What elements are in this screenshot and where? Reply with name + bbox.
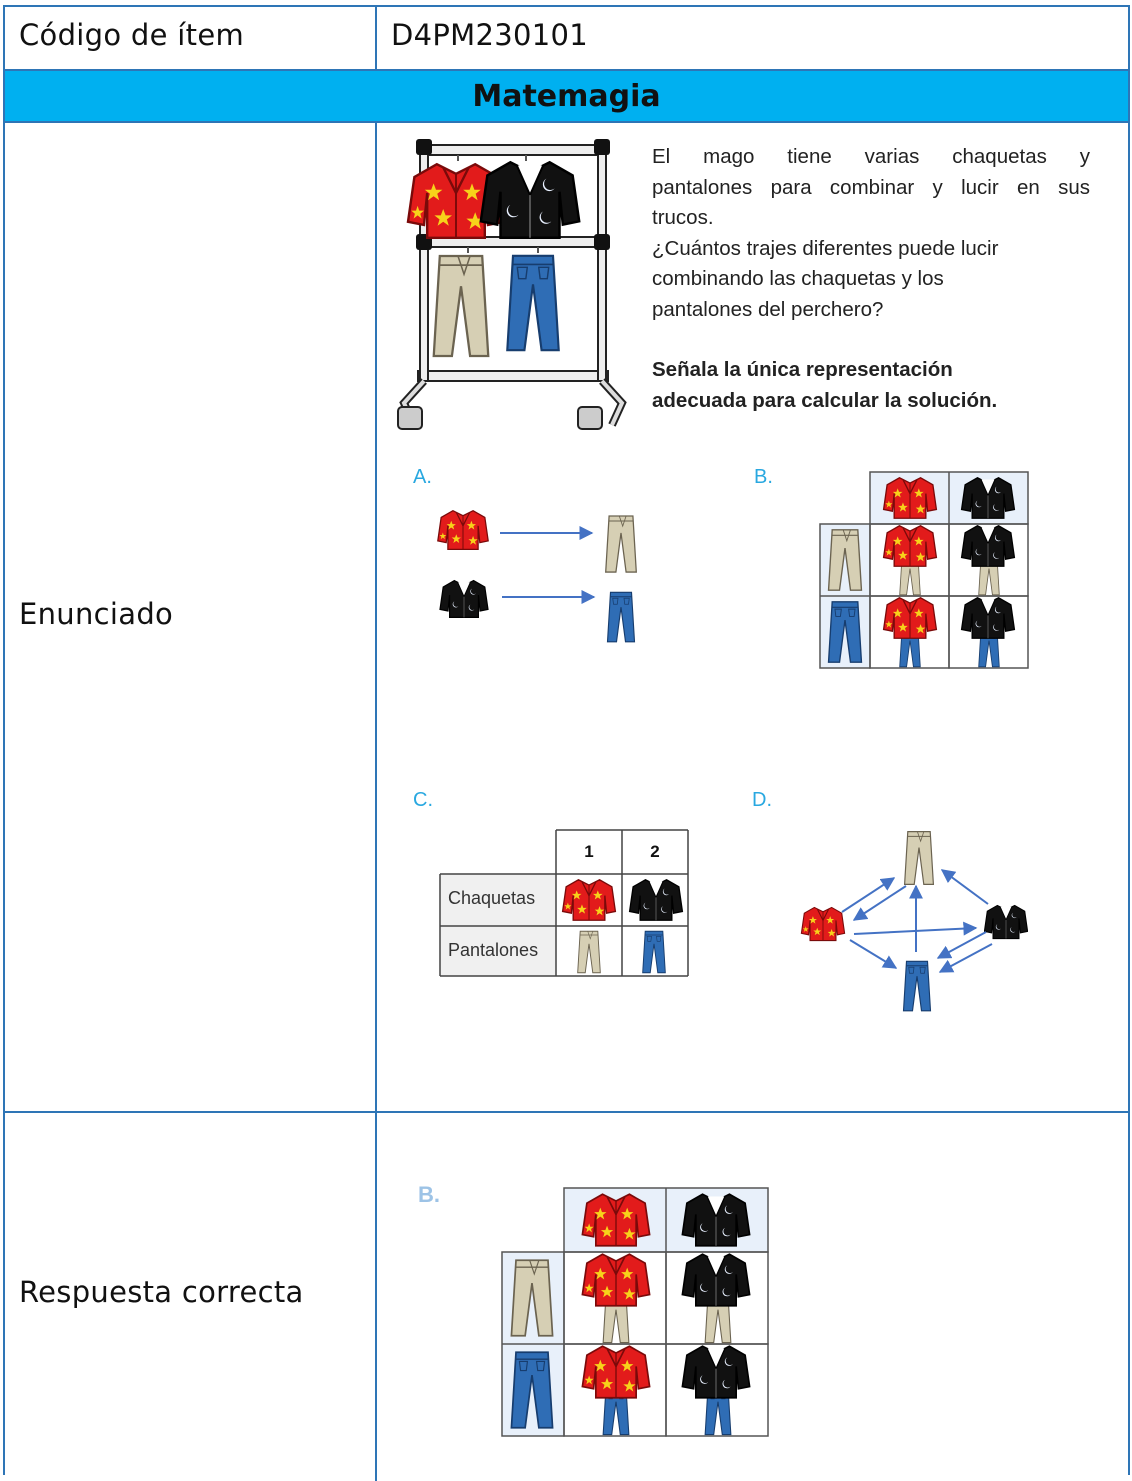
question-line: pantalones del perchero?	[652, 297, 884, 321]
row-divider	[5, 1111, 1128, 1113]
item-code-value: D4PM230101	[391, 18, 588, 52]
option-c-letter[interactable]: C.	[413, 789, 433, 811]
instruction-line: adecuada para calcular la solución.	[652, 388, 998, 412]
instruction-line: Señala la única representación	[652, 358, 953, 381]
option-a-diagram[interactable]	[430, 505, 670, 655]
question-line: ¿Cuántos trajes diferentes puede lucir	[652, 236, 999, 260]
c-row-pants: Pantalones	[448, 940, 539, 960]
black-moon-jacket-icon	[439, 579, 489, 619]
blue-jeans-icon	[606, 591, 636, 643]
c-col-1: 1	[584, 842, 594, 861]
statement-label: Enunciado	[19, 597, 174, 631]
red-star-jacket-icon	[437, 509, 489, 551]
item-table: Matemagia	[3, 5, 1130, 1481]
statement-line: pantalones para combinar y lucir en sus	[652, 175, 1090, 199]
option-c-table[interactable]: 1 2 Chaquetas Pantalones	[438, 828, 690, 978]
column-divider	[375, 7, 377, 69]
answer-option-letter: B.	[418, 1182, 440, 1207]
row-divider	[5, 69, 1128, 71]
option-a-letter[interactable]: A.	[413, 466, 432, 488]
c-col-2: 2	[650, 842, 660, 861]
answer-table	[501, 1187, 769, 1437]
option-d-diagram[interactable]	[798, 828, 1030, 1018]
clothes-rack-icon	[397, 139, 627, 430]
answer-label: Respuesta correcta	[19, 1275, 304, 1309]
row-divider	[5, 121, 1128, 123]
option-b-table[interactable]	[818, 470, 1030, 670]
column-divider	[375, 121, 377, 1481]
statement-line: El mago tiene varias chaquetas y	[652, 145, 1090, 168]
c-row-jackets: Chaquetas	[448, 888, 536, 908]
beige-pants-icon	[605, 515, 637, 573]
item-code-label: Código de ítem	[19, 18, 245, 52]
statement-line: trucos.	[652, 206, 714, 229]
option-b-letter[interactable]: B.	[754, 466, 773, 488]
option-d-letter[interactable]: D.	[752, 789, 772, 811]
title-band	[5, 71, 1128, 123]
item-title: Matemagia	[472, 79, 661, 114]
question-line: combinando las chaquetas y los	[652, 267, 944, 290]
statement-text: El mago tiene varias chaquetas y pantalo…	[652, 142, 1090, 416]
